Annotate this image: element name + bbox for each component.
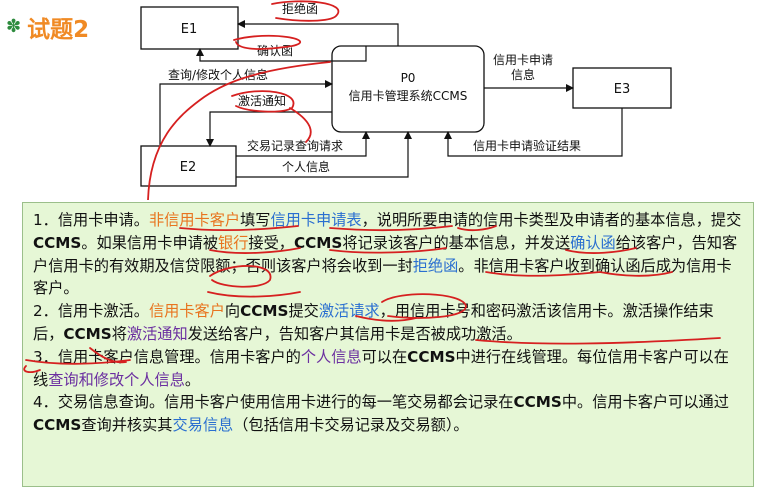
flow-personal-info-line: [236, 131, 412, 178]
flow-apply-info-label-1: 信用卡申请: [493, 53, 553, 67]
flower-bullet-icon: ✽: [6, 16, 22, 37]
flow-trans-query-line: [236, 131, 370, 157]
flow-confirm-line: [196, 46, 367, 62]
paragraph-card-activation: 2．信用卡激活。信用卡客户向CCMS提交激活请求，用信用卡号和密码激活该信用卡。…: [33, 302, 714, 343]
paragraph-credit-application: 1．信用卡申请。非信用卡客户填写信用卡申请表，说明所要申请的信用卡类型及申请者的…: [33, 211, 742, 298]
slide-title: ✽ 试题2: [6, 10, 89, 44]
flow-personal-info-label: 个人信息: [282, 159, 330, 174]
entity-e1-label: E1: [181, 22, 198, 37]
flow-verify-result-label: 信用卡申请验证结果: [473, 138, 581, 153]
flow-verify-result-line: [444, 108, 623, 157]
flow-activate-notice-label: 激活通知: [238, 94, 286, 108]
flow-trans-query-label: 交易记录查询请求: [247, 138, 343, 153]
entity-e3-label: E3: [614, 82, 631, 97]
paragraph-transaction-query: 4．交易信息查询。信用卡客户使用信用卡进行的每一笔交易都会记录在CCMS中。信用…: [33, 393, 729, 435]
process-p0-name: 信用卡管理系统CCMS: [349, 88, 468, 103]
data-flow-diagram: E1 E2 E3 P0 信用卡管理系统CCMS 拒绝函 确认函 查询/修改个人信…: [140, 0, 672, 200]
paragraph-customer-info: 3．信用卡客户信息管理。信用卡客户的个人信息可以在CCMS中进行在线管理。每位信…: [33, 347, 729, 389]
flow-activate-notice-line: [206, 111, 332, 147]
description-panel: 1．信用卡申请。非信用卡客户填写信用卡申请表，说明所要申请的信用卡类型及申请者的…: [22, 202, 754, 487]
red-annotation-strokes: [147, 0, 340, 200]
process-p0-id: P0: [401, 71, 416, 85]
entity-e2-label: E2: [180, 160, 197, 175]
slide-title-text: 试题2: [27, 17, 90, 43]
entity-e1-box: [140, 6, 239, 50]
flow-reject-line: [237, 20, 399, 46]
flow-query-modify-line: [159, 80, 333, 146]
flow-apply-info-label-2: 信息: [511, 67, 535, 82]
flow-reject-label: 拒绝函: [282, 1, 318, 16]
